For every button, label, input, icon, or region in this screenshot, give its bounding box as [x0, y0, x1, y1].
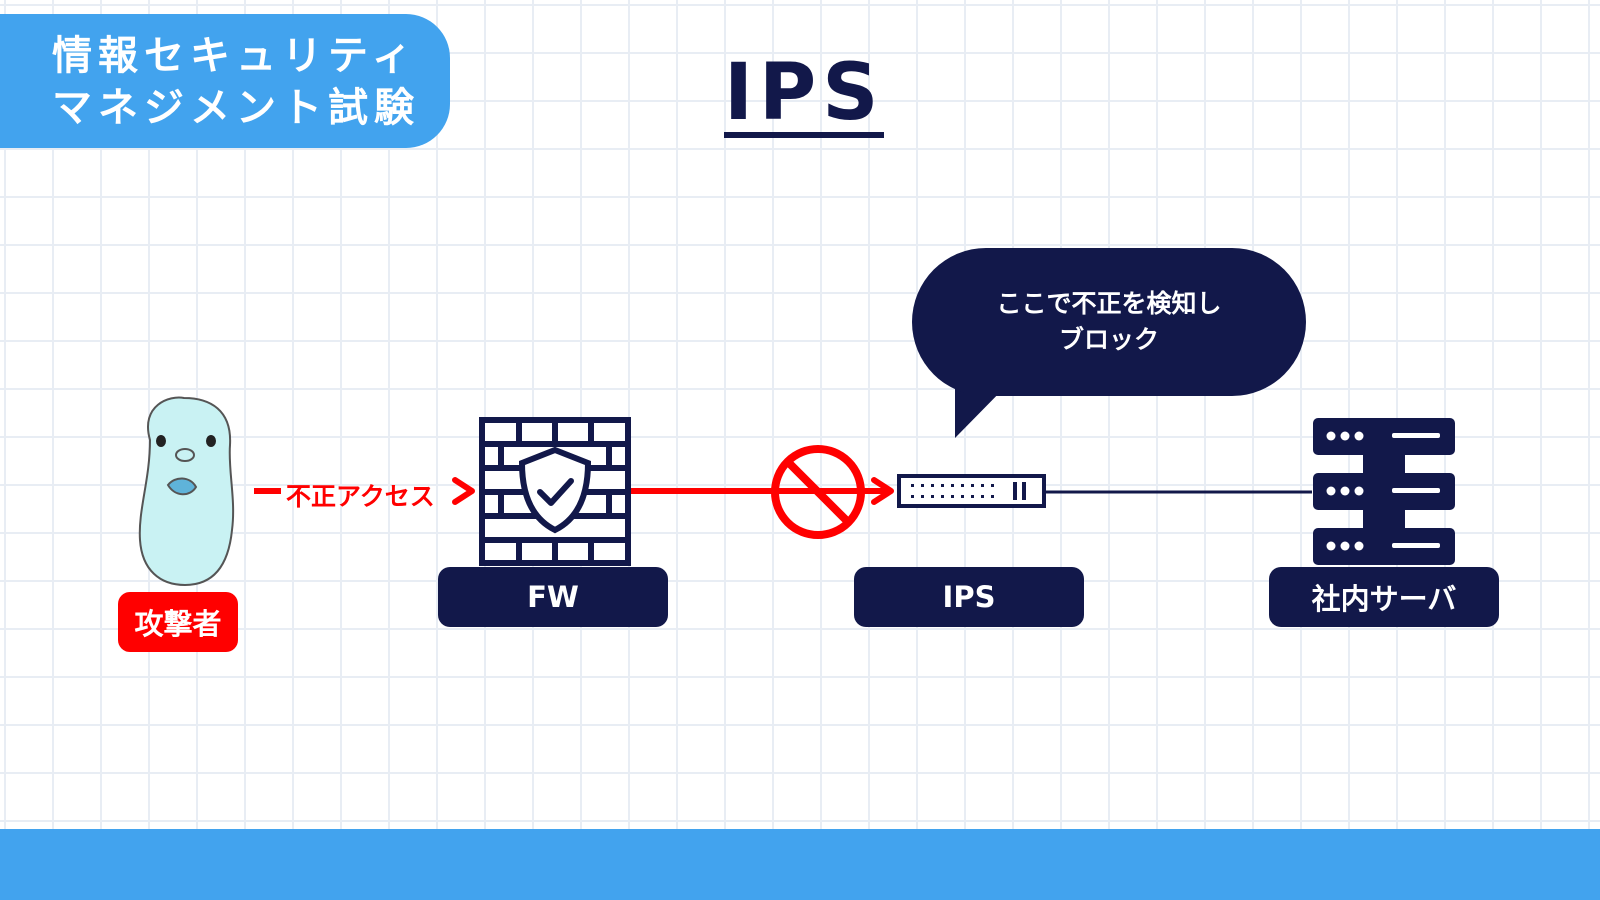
server-label: 社内サーバ	[1269, 567, 1499, 627]
attack-arrow	[254, 477, 894, 505]
network-appliance-icon	[897, 474, 1046, 508]
firewall-label: FW	[438, 567, 668, 627]
ips-label: IPS	[854, 567, 1084, 627]
brick-wall-shield-icon	[479, 417, 631, 566]
attacker-label: 攻撃者	[118, 592, 238, 652]
badge-line-2: マネジメント試験	[52, 85, 420, 131]
title-underline	[724, 132, 884, 138]
exam-badge: 情報セキュリティ マネジメント試験	[0, 14, 450, 148]
unauthorized-access-label: 不正アクセス	[286, 482, 435, 511]
badge-line-1: 情報セキュリティ	[52, 33, 418, 79]
bubble-tail	[955, 382, 1010, 438]
footer-bar	[0, 829, 1600, 900]
seal-mascot-icon	[138, 396, 235, 587]
server-rack-icon	[1313, 418, 1455, 565]
bubble-line-1: ここで不正を検知し	[996, 289, 1222, 318]
prohibited-icon	[771, 445, 865, 539]
page-title: IPS	[724, 48, 885, 138]
bubble-line-2: ブロック	[1058, 325, 1159, 354]
speech-bubble: ここで不正を検知し ブロック	[912, 248, 1306, 396]
